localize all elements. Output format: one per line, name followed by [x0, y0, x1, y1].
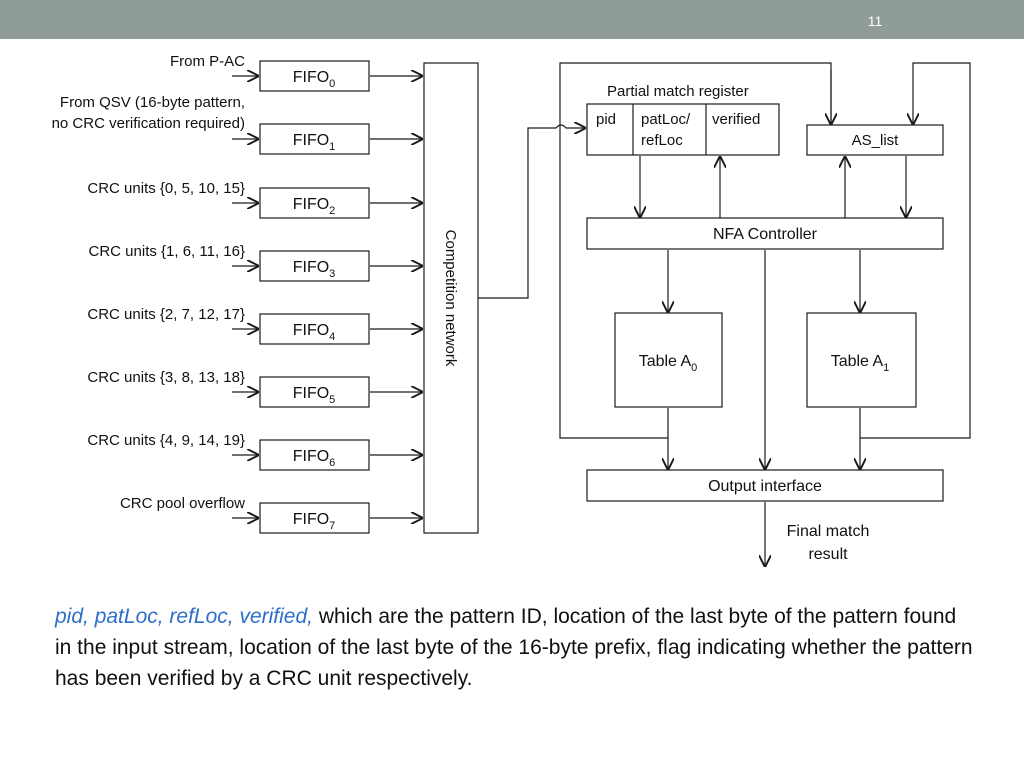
fifo-label-4: FIFO4 [293, 322, 336, 343]
caption-terms: pid, patLoc, refLoc, verified, [55, 605, 313, 628]
nfa-controller-label: NFA Controller [713, 226, 818, 243]
table-a0-label: Table A0 [639, 353, 698, 374]
table-a1-box [806, 312, 917, 408]
final-match-line2: result [808, 546, 848, 563]
fifo-box-5 [259, 376, 370, 408]
fifo-label-7: FIFO7 [293, 511, 336, 532]
competition-network-box [423, 62, 479, 534]
fifo-label-6: FIFO6 [293, 448, 336, 469]
fifo-label-0: FIFO0 [293, 69, 336, 90]
input-label-6: CRC units {4, 9, 14, 19} [87, 432, 245, 449]
table-a0-box [614, 312, 723, 408]
fifo-box-3 [259, 250, 370, 282]
register-cell-1-0: patLoc/ [641, 111, 691, 128]
fifo-box-4 [259, 313, 370, 345]
input-label-5: CRC units {3, 8, 13, 18} [87, 369, 245, 386]
output-interface-box [586, 469, 944, 502]
input-label-1-1: no CRC verification required) [52, 115, 245, 132]
input-label-3: CRC units {1, 6, 11, 16} [89, 243, 245, 260]
register-cell-0: pid [596, 111, 616, 128]
as-list-label: AS_list [852, 132, 900, 149]
fifo-box-1 [259, 123, 370, 155]
fifo-label-5: FIFO5 [293, 385, 336, 406]
fifo-box-6 [259, 439, 370, 471]
final-match-line1: Final match [787, 523, 870, 540]
register-cells: pid patLoc/refLoc verified [596, 111, 760, 149]
partial-match-register-title: Partial match register [607, 83, 749, 100]
fifo-label-3: FIFO3 [293, 259, 336, 280]
register-cell-1-1: refLoc [641, 132, 683, 149]
fifo-box-0 [259, 60, 370, 92]
input-label-0: From P-AC [170, 53, 245, 70]
output-interface-label: Output interface [708, 478, 822, 495]
as-list-box [806, 124, 944, 156]
fifo-label-1: FIFO1 [293, 132, 336, 153]
network-to-register-line [478, 125, 585, 299]
table-a1-label: Table A1 [831, 353, 890, 374]
caption-description: which are the pattern ID, location of th… [55, 605, 973, 690]
slide-number: 11 [867, 13, 883, 29]
input-label-7: CRC pool overflow [120, 495, 245, 512]
competition-network-label: Competition network [442, 230, 459, 367]
caption-text: pid, patLoc, refLoc, verified, which are… [55, 601, 975, 694]
register-cell-2: verified [712, 111, 760, 128]
outer-loop-right [860, 62, 971, 439]
fifo-label-2: FIFO2 [293, 196, 336, 217]
header-rule [34, 39, 997, 42]
input-label-4: CRC units {2, 7, 12, 17} [87, 306, 245, 323]
fifo-box-2 [259, 187, 370, 219]
partial-match-register [586, 103, 780, 156]
input-label-1-0: From QSV (16-byte pattern, [60, 94, 245, 111]
fifo-box-7 [259, 502, 370, 534]
nfa-controller-box [586, 217, 944, 250]
header-bar: 11 [0, 0, 1024, 39]
input-label-2: CRC units {0, 5, 10, 15} [87, 180, 245, 197]
